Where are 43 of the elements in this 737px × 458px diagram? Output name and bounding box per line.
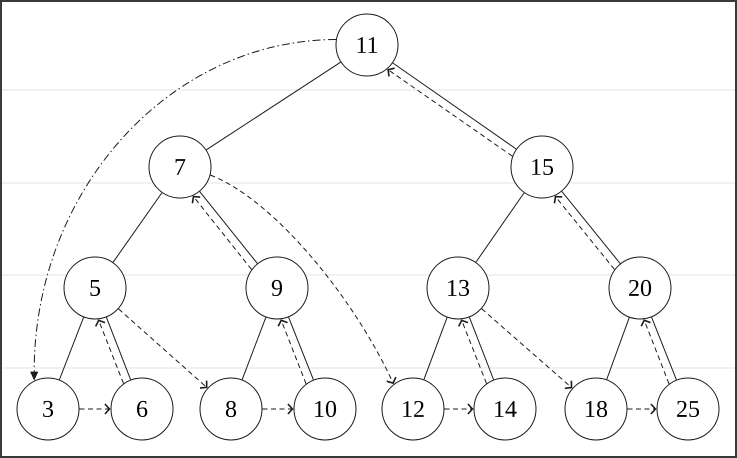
connector-line bbox=[423, 317, 448, 380]
tree-node: 13 bbox=[426, 256, 490, 320]
connector-line bbox=[475, 192, 525, 263]
dashed-arrow bbox=[94, 319, 124, 384]
dashed-arrow bbox=[278, 319, 307, 384]
connector-line bbox=[206, 62, 342, 150]
tree-node: 9 bbox=[246, 256, 308, 320]
dashed-arrow bbox=[192, 196, 252, 270]
connector-line bbox=[392, 62, 517, 150]
tree-node: 6 bbox=[110, 378, 174, 440]
connector-line bbox=[288, 316, 314, 380]
tree-node: 18 bbox=[564, 378, 628, 440]
connector-line bbox=[242, 316, 266, 380]
dashed-arrow bbox=[262, 403, 294, 415]
dashed-arrow bbox=[118, 308, 208, 389]
tree-node: 15 bbox=[510, 136, 574, 198]
connector-line bbox=[561, 190, 621, 264]
tree-node: 20 bbox=[608, 256, 672, 320]
dashed-arrow bbox=[210, 174, 397, 384]
tree-node: 12 bbox=[382, 378, 444, 440]
tree-node: 11 bbox=[336, 14, 398, 76]
tree-node: 25 bbox=[656, 378, 720, 440]
dashed-arrow bbox=[79, 403, 110, 415]
tree-node: 3 bbox=[16, 378, 80, 440]
connector-line bbox=[651, 316, 677, 380]
connector-line bbox=[112, 192, 162, 263]
dashed-arrow bbox=[481, 308, 572, 390]
dashed-arrow bbox=[387, 67, 513, 157]
dashed-arrow bbox=[554, 196, 615, 270]
tree-node: 5 bbox=[64, 256, 126, 320]
dashed-arrow bbox=[444, 403, 474, 415]
tree-node: 8 bbox=[200, 378, 262, 440]
connector-line bbox=[106, 316, 132, 380]
connector-line bbox=[58, 316, 84, 380]
tree-node: 14 bbox=[474, 378, 536, 440]
dashed-arrow bbox=[627, 403, 656, 415]
tree-node: 7 bbox=[148, 136, 212, 198]
dashed-arrow bbox=[640, 319, 670, 384]
tree-node: 10 bbox=[294, 378, 356, 440]
connector-line bbox=[468, 316, 494, 380]
dashed-arrow bbox=[458, 319, 487, 384]
connector-line bbox=[606, 317, 630, 380]
connector-line bbox=[199, 191, 258, 264]
